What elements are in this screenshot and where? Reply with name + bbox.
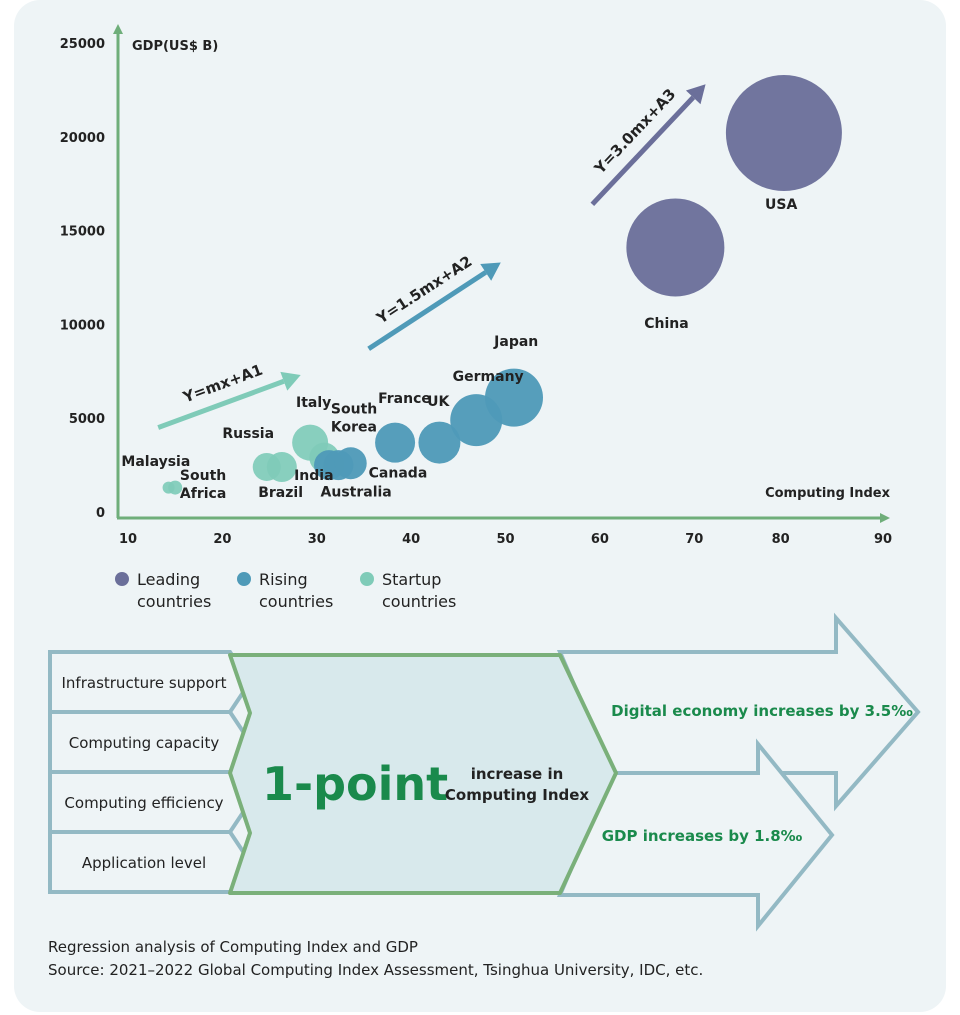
legend-dot-startup bbox=[360, 572, 374, 586]
x-tick-label: 40 bbox=[402, 532, 420, 547]
country-label: Korea bbox=[331, 419, 377, 435]
country-label: India bbox=[294, 468, 333, 484]
bubble-china bbox=[626, 198, 725, 297]
trend-arrow-line bbox=[367, 270, 488, 351]
country-label: Brazil bbox=[258, 485, 303, 501]
center-shape bbox=[228, 653, 618, 895]
country-label: Australia bbox=[321, 485, 392, 501]
trend-arrow-line bbox=[157, 378, 285, 430]
trend-arrow-head bbox=[280, 371, 301, 391]
factor-label: Application level bbox=[82, 854, 206, 872]
x-tick-label: 30 bbox=[308, 532, 326, 547]
country-label: Malaysia bbox=[121, 454, 190, 470]
trend-lines: Y=mx+A1Y=1.5mx+A2Y=3.0mx+A3 bbox=[157, 84, 706, 430]
country-label: South bbox=[331, 402, 377, 418]
y-tick-label: 5000 bbox=[69, 412, 105, 427]
country-label: Canada bbox=[369, 465, 428, 481]
y-tick-label: 15000 bbox=[60, 225, 105, 240]
legend-dot-leading bbox=[115, 572, 129, 586]
legend-label-rising: Rising bbox=[259, 570, 308, 589]
country-label: Italy bbox=[296, 395, 331, 411]
y-axis-title: GDP(US$ B) bbox=[132, 39, 218, 54]
bubble-uk bbox=[418, 421, 461, 464]
country-label: South bbox=[180, 468, 226, 484]
x-tick-label: 60 bbox=[591, 532, 609, 547]
bubble-south-korea bbox=[334, 447, 367, 480]
trend-arrow-head bbox=[480, 262, 501, 281]
country-label: France bbox=[378, 391, 431, 407]
y-tick-label: 20000 bbox=[60, 131, 105, 146]
x-tick-label: 90 bbox=[874, 532, 892, 547]
x-tick-label: 70 bbox=[685, 532, 703, 547]
factor-label: Computing capacity bbox=[69, 734, 220, 752]
center-sub-line1: increase in bbox=[471, 765, 564, 783]
caption-source: Source: 2021–2022 Global Computing Index… bbox=[48, 961, 704, 979]
country-label: Germany bbox=[453, 369, 524, 385]
legend-label-leading: Leading bbox=[137, 570, 200, 589]
axis-ticks: 0 5000 10000 15000 20000 25000 10 20 30 40 50 60 70 8… bbox=[60, 37, 892, 547]
result-top-text: Digital economy increases by 3.5‰ bbox=[611, 702, 913, 720]
x-tick-label: 50 bbox=[496, 532, 514, 547]
factor-box bbox=[48, 770, 253, 834]
factor-label: Infrastructure support bbox=[62, 674, 227, 692]
bubble-usa bbox=[725, 75, 842, 192]
center-big-text: 1-point bbox=[262, 757, 448, 811]
country-label: USA bbox=[765, 197, 797, 213]
result-arrow-bottom bbox=[556, 738, 835, 932]
legend: Leading countries Rising countries Startup co… bbox=[115, 570, 456, 611]
scatter-chart: 0 5000 10000 15000 20000 25000 10 20 30 40 50 60 70 8… bbox=[60, 24, 892, 547]
country-label: UK bbox=[427, 394, 450, 410]
country-label: Russia bbox=[222, 426, 274, 442]
caption-title: Regression analysis of Computing Index a… bbox=[48, 938, 418, 956]
bubble-japan bbox=[484, 368, 543, 427]
legend-label-startup-line2: countries bbox=[382, 592, 456, 611]
factor-label: Computing efficiency bbox=[64, 794, 223, 812]
bubble-south-africa bbox=[168, 480, 183, 495]
factor-box bbox=[48, 650, 253, 714]
trend-equation-label: Y=mx+A1 bbox=[180, 361, 265, 407]
y-tick-label: 25000 bbox=[60, 37, 105, 52]
data-points bbox=[162, 75, 842, 495]
trend-arrow-head bbox=[685, 84, 706, 105]
result-bottom-text: GDP increases by 1.8‰ bbox=[602, 827, 803, 845]
legend-dot-rising bbox=[237, 572, 251, 586]
trend-arrow-line bbox=[590, 95, 696, 207]
x-axis-title: Computing Index bbox=[765, 486, 891, 501]
caption: Regression analysis of Computing Index a… bbox=[48, 936, 908, 982]
country-label: Japan bbox=[493, 334, 538, 350]
y-tick-label: 10000 bbox=[60, 318, 105, 333]
bubble-brazil bbox=[266, 451, 297, 482]
legend-label-startup: Startup bbox=[382, 570, 441, 589]
bubble-france bbox=[375, 422, 416, 463]
y-tick-label: 0 bbox=[96, 506, 105, 521]
x-tick-label: 10 bbox=[119, 532, 137, 547]
legend-label-rising-line2: countries bbox=[259, 592, 333, 611]
country-label: China bbox=[644, 316, 688, 332]
x-tick-label: 20 bbox=[213, 532, 231, 547]
country-label: Africa bbox=[180, 486, 226, 502]
legend-label-leading-line2: countries bbox=[137, 592, 211, 611]
x-tick-label: 80 bbox=[772, 532, 790, 547]
trend-equation-label: Y=3.0mx+A3 bbox=[590, 85, 679, 178]
center-sub-line2: Computing Index bbox=[445, 786, 589, 804]
